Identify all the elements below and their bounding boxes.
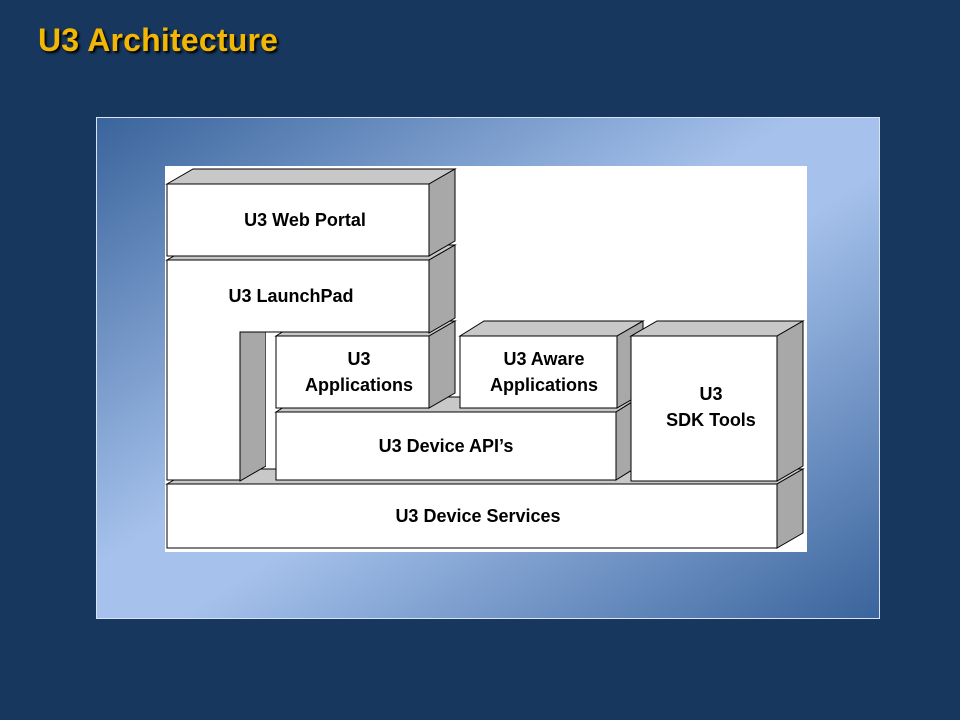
slide-title: U3 Architecture bbox=[38, 22, 279, 58]
label-device-apis: U3 Device API’s bbox=[379, 436, 514, 456]
block-applications: U3 Applications bbox=[274, 320, 457, 409]
label-applications-line2: Applications bbox=[305, 375, 413, 395]
block-web-portal: U3 Web Portal bbox=[165, 168, 457, 257]
block-aware-applications: U3 Aware Applications bbox=[458, 320, 645, 409]
label-applications-line1: U3 bbox=[347, 349, 370, 369]
block-launchpad-inner-column bbox=[239, 331, 276, 482]
label-web-portal: U3 Web Portal bbox=[244, 210, 366, 230]
label-device-services: U3 Device Services bbox=[395, 506, 560, 526]
block-device-apis: U3 Device API’s bbox=[274, 396, 642, 481]
label-aware-applications-line1: U3 Aware bbox=[503, 349, 584, 369]
label-sdk-tools-line1: U3 bbox=[699, 384, 722, 404]
label-sdk-tools-line2: SDK Tools bbox=[666, 410, 756, 430]
label-launchpad: U3 LaunchPad bbox=[228, 286, 353, 306]
label-aware-applications-line2: Applications bbox=[490, 375, 598, 395]
block-sdk-tools: U3 SDK Tools bbox=[629, 320, 805, 482]
